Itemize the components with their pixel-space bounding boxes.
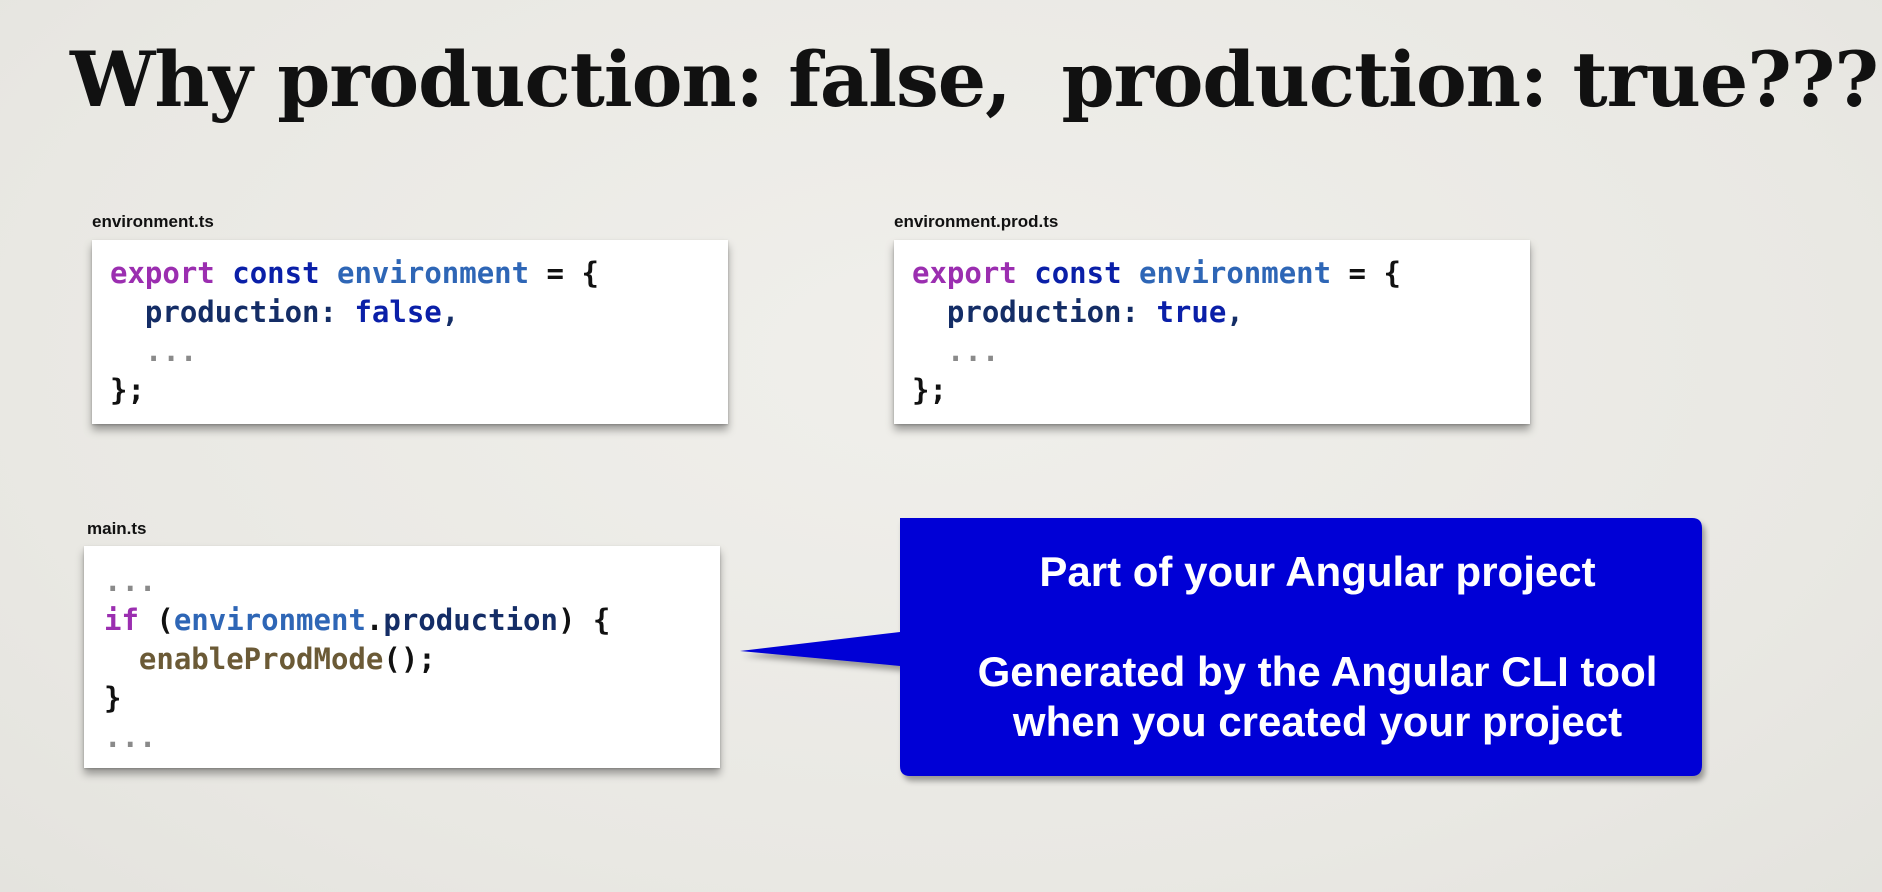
main-ts-code-box: ... if (environment.production) { enable… <box>84 546 720 768</box>
closing-brace: } <box>104 681 122 715</box>
ellipsis: ... <box>946 334 1000 368</box>
value-true: true <box>1156 295 1227 329</box>
closing-brace: }; <box>110 373 145 407</box>
property-production: production <box>383 603 558 637</box>
closing-brace: }; <box>912 373 947 407</box>
code-text: = { <box>529 256 599 290</box>
environment-prod-ts-code-box: export const environment = { production:… <box>894 240 1530 424</box>
property-production: production: <box>144 295 337 329</box>
environment-prod-ts-label: environment.prod.ts <box>894 212 1059 231</box>
code-dot: . <box>365 603 384 637</box>
callout-text: Part of your Angular project Generated b… <box>930 518 1705 776</box>
ellipsis: ... <box>144 334 198 368</box>
callout-line-1: Part of your Angular project <box>1039 548 1596 595</box>
keyword-export: export <box>912 256 1017 290</box>
ellipsis: ... <box>104 720 157 754</box>
callout-bubble: Part of your Angular project Generated b… <box>740 500 1710 800</box>
main-ts-code: ... if (environment.production) { enable… <box>104 562 700 757</box>
keyword-const: const <box>1034 256 1122 290</box>
callout-path <box>740 518 1702 776</box>
main-ts-label: main.ts <box>87 519 147 538</box>
callout-line-3: when you created your project <box>1012 698 1623 745</box>
identifier-environment: environment <box>337 256 530 290</box>
ellipsis: ... <box>104 564 157 598</box>
code-comma: , <box>1226 295 1244 329</box>
callout-shape <box>740 518 1702 776</box>
code-comma: , <box>441 295 460 329</box>
identifier-environment: environment <box>173 603 366 637</box>
slide-title: Why production: false, production: true?… <box>70 35 1879 124</box>
environment-ts-code-box: export const environment = { production:… <box>92 240 728 424</box>
callout-line-2: Generated by the Angular CLI tool <box>977 648 1658 695</box>
environment-ts-code: export const environment = { production:… <box>110 254 710 410</box>
code-text: (); <box>383 642 436 676</box>
property-production: production: <box>946 295 1139 329</box>
keyword-if: if <box>104 603 139 637</box>
identifier-environment: environment <box>1139 256 1332 290</box>
environment-ts-label: environment.ts <box>92 212 214 231</box>
keyword-const: const <box>232 256 320 290</box>
code-text: = { <box>1331 256 1401 290</box>
keyword-export: export <box>110 256 215 290</box>
code-text: ) { <box>557 603 611 637</box>
function-enableprodmode: enableProdMode <box>138 642 384 676</box>
code-text: ( <box>138 603 174 637</box>
value-false: false <box>354 295 442 329</box>
environment-prod-ts-code: export const environment = { production:… <box>912 254 1512 410</box>
